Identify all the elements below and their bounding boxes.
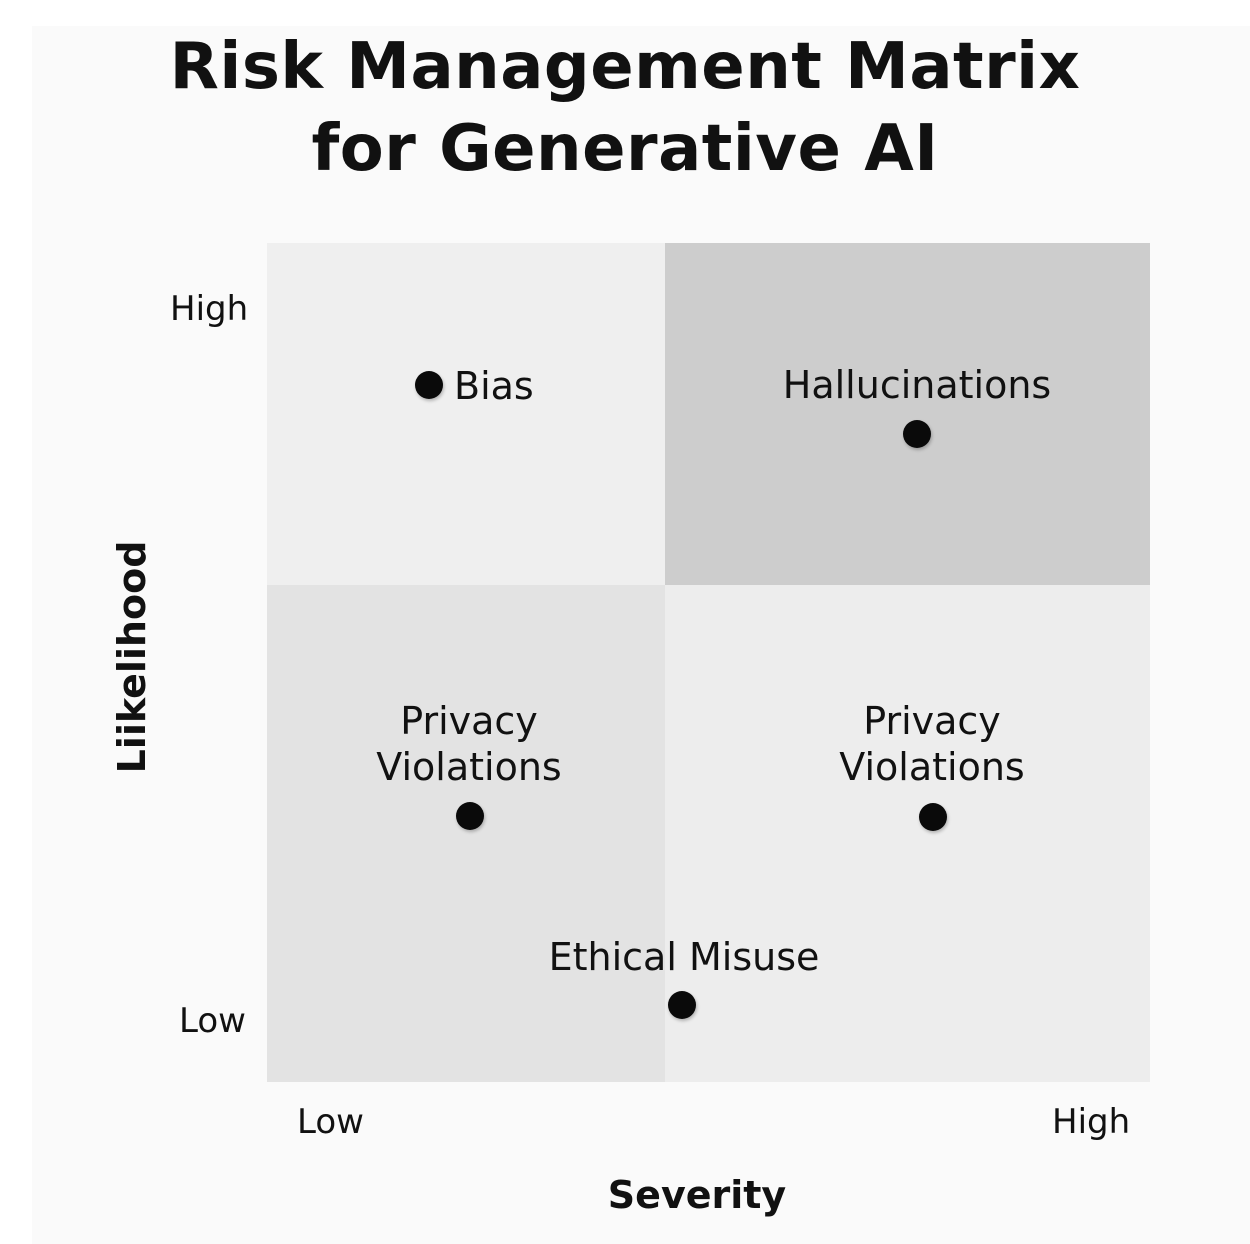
quadrant-bottom-left [267, 585, 665, 1082]
title-line-1: Risk Management Matrix [169, 30, 1081, 104]
risk-label-ethical-misuse-text: Ethical Misuse [548, 935, 820, 979]
risk-label-privacy-violations-low: Privacy Violations [376, 698, 561, 790]
quadrant-top-left [267, 243, 665, 585]
quadrant-bottom-right [665, 585, 1150, 1082]
y-tick-high: High [170, 289, 249, 329]
risk-label-bias-text: Bias [454, 364, 534, 408]
risk-label-hallucinations: Hallucinations [783, 362, 1051, 408]
risk-dot-hallucinations [903, 420, 931, 448]
quadrant-top-right [665, 243, 1150, 585]
risk-dot-privacy-violations-low [456, 802, 484, 830]
risk-label-line: Violations [839, 745, 1025, 789]
x-axis-label: Severity [607, 1173, 787, 1217]
risk-label-line: Violations [376, 745, 562, 789]
y-axis-label: Liikelihood [110, 540, 154, 774]
risk-dot-ethical-misuse [668, 991, 696, 1019]
risk-label-line: Privacy [400, 699, 538, 743]
risk-label-privacy-violations-high: Privacy Violations [839, 698, 1024, 790]
risk-dot-bias [415, 371, 443, 399]
y-tick-low: Low [179, 1001, 246, 1041]
x-tick-high: High [1052, 1102, 1131, 1142]
risk-label-line: Privacy [863, 699, 1001, 743]
title-line-2: for Generative AI [311, 112, 939, 186]
risk-label-ethical-misuse: Ethical Misuse [549, 934, 820, 980]
x-tick-low: Low [297, 1102, 364, 1142]
risk-label-hallucinations-text: Hallucinations [782, 363, 1052, 407]
risk-label-bias: Bias [454, 363, 534, 409]
risk-dot-privacy-violations-high [919, 803, 947, 831]
